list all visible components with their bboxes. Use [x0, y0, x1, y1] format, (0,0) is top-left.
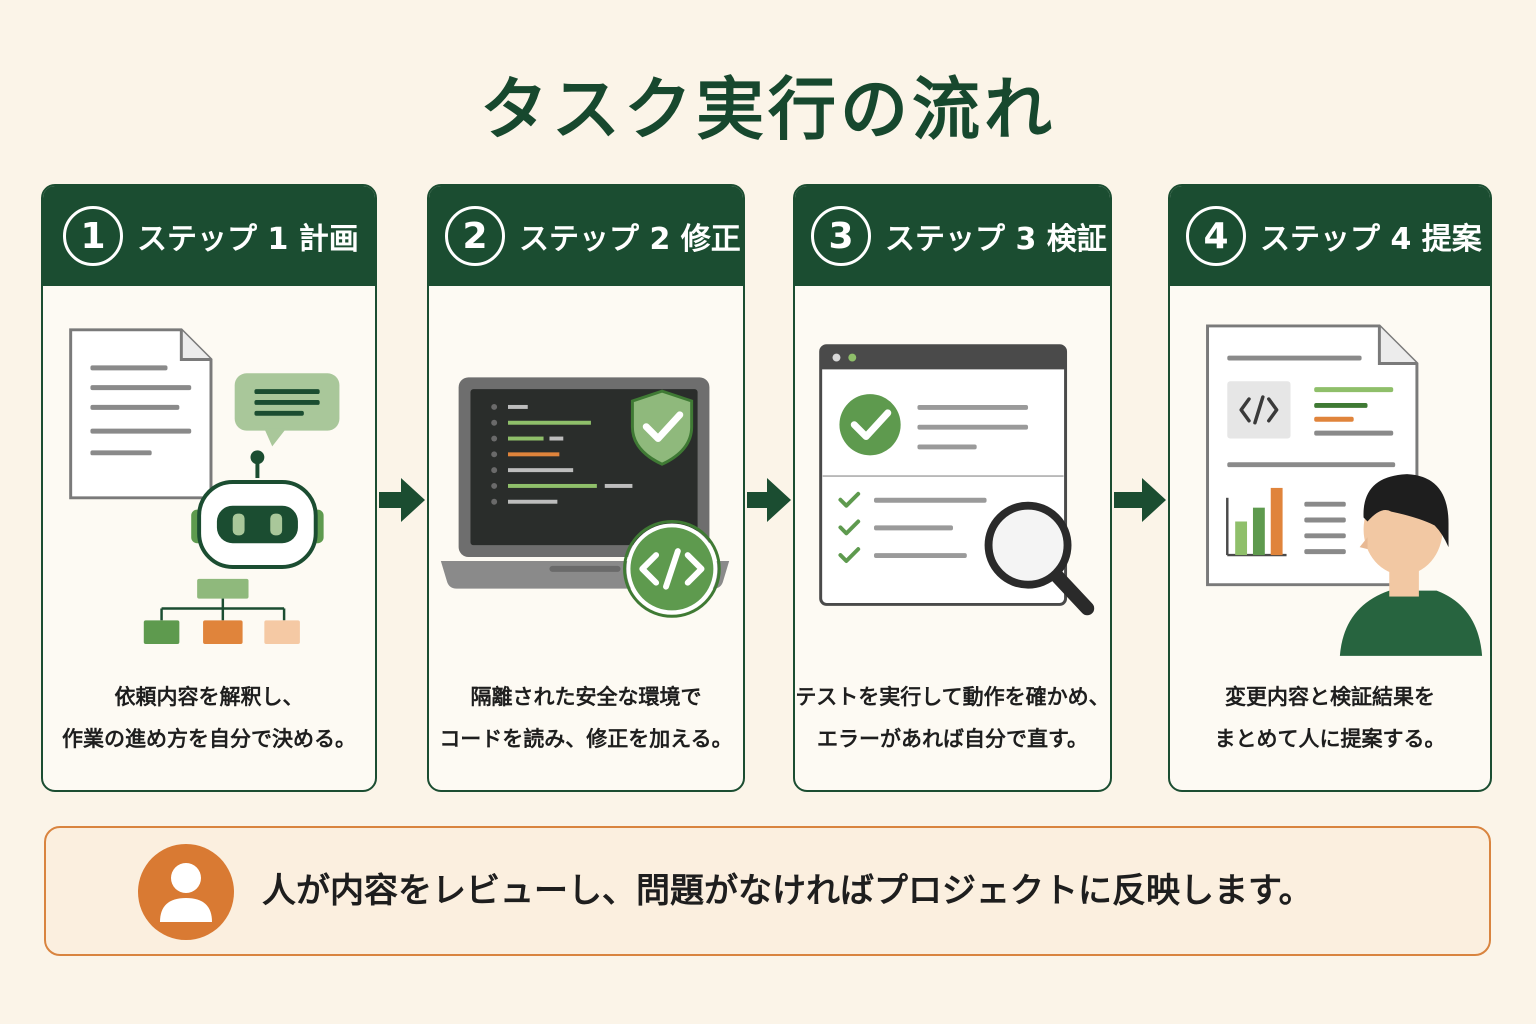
step-illustration-1 — [69, 328, 340, 645]
step-label-1: ステップ 1 計画 — [137, 222, 359, 257]
step-description-1: 依頼内容を解釈し、 作業の進め方を自分で決める。 — [43, 676, 375, 760]
step-header-4: 4 ステップ 4 提案 — [1170, 186, 1490, 286]
step-header-2: 2 ステップ 2 修正 — [429, 186, 743, 286]
step-number-4: 4 — [1186, 206, 1246, 266]
code-icon — [623, 520, 721, 618]
step-description-3: テストを実行して動作を確かめ、 エラーがあれば自分で直す。 — [795, 676, 1110, 760]
shield-check-icon — [630, 389, 694, 466]
user-icon — [138, 844, 234, 940]
step-description-4-line-2: まとめて人に提案する。 — [1214, 727, 1446, 751]
bar-chart-icon — [1226, 487, 1346, 557]
step-label-3: ステップ 3 検証 — [885, 222, 1107, 257]
step-description-4: 変更内容と検証結果を まとめて人に提案する。 — [1170, 676, 1490, 760]
check-circle-icon — [839, 394, 1029, 456]
step-label-4: ステップ 4 提案 — [1260, 222, 1482, 257]
step-card-1: 1 ステップ 1 計画 — [41, 184, 377, 792]
step-description-3-line-1: テストを実行して動作を確かめ、 — [795, 685, 1110, 709]
step-illustration-4 — [1206, 324, 1483, 656]
step-description-2: 隔離された安全な環境で コードを読み、修正を加える。 — [429, 676, 743, 760]
magnifier-icon — [984, 501, 1095, 616]
robot-icon — [191, 450, 324, 569]
step-card-4: 4 ステップ 4 提案 — [1168, 184, 1492, 792]
hierarchy-icon — [143, 578, 300, 645]
banner-text: 人が内容をレビューし、問題がなければプロジェクトに反映します。 — [262, 871, 1313, 911]
review-banner: 人が内容をレビューし、問題がなければプロジェクトに反映します。 — [44, 826, 1491, 956]
arrow-right-icon — [1114, 478, 1166, 522]
step-description-3-line-2: エラーがあれば自分で直す。 — [817, 727, 1088, 751]
step-label-2: ステップ 2 修正 — [519, 222, 741, 257]
step-description-2-line-2: コードを読み、修正を加える。 — [439, 727, 733, 751]
step-number-1: 1 — [63, 206, 123, 266]
arrow-right-icon — [747, 478, 791, 522]
step-illustration-3 — [819, 344, 1095, 616]
step-card-2: 2 ステップ 2 修正 — [427, 184, 745, 792]
step-description-2-line-1: 隔離された安全な環境で — [470, 685, 702, 709]
document-icon — [69, 328, 213, 500]
code-icon — [1227, 381, 1394, 439]
step-card-3: 3 ステップ 3 検証 — [793, 184, 1112, 792]
step-number-2: 2 — [445, 206, 505, 266]
chat-bubble-icon — [234, 373, 340, 447]
step-description-1-line-1: 依頼内容を解釈し、 — [114, 685, 304, 709]
step-header-3: 3 ステップ 3 検証 — [795, 186, 1110, 286]
checklist-icon — [838, 491, 987, 563]
step-description-1-line-2: 作業の進め方を自分で決める。 — [62, 727, 356, 751]
step-number-3: 3 — [811, 206, 871, 266]
page-title: タスク実行の流れ — [479, 71, 1056, 150]
arrow-right-icon — [379, 478, 425, 522]
step-illustration-2 — [440, 377, 730, 618]
step-description-4-line-1: 変更内容と検証結果を — [1225, 685, 1435, 709]
person-icon — [1339, 474, 1483, 656]
step-header-1: 1 ステップ 1 計画 — [43, 186, 375, 286]
